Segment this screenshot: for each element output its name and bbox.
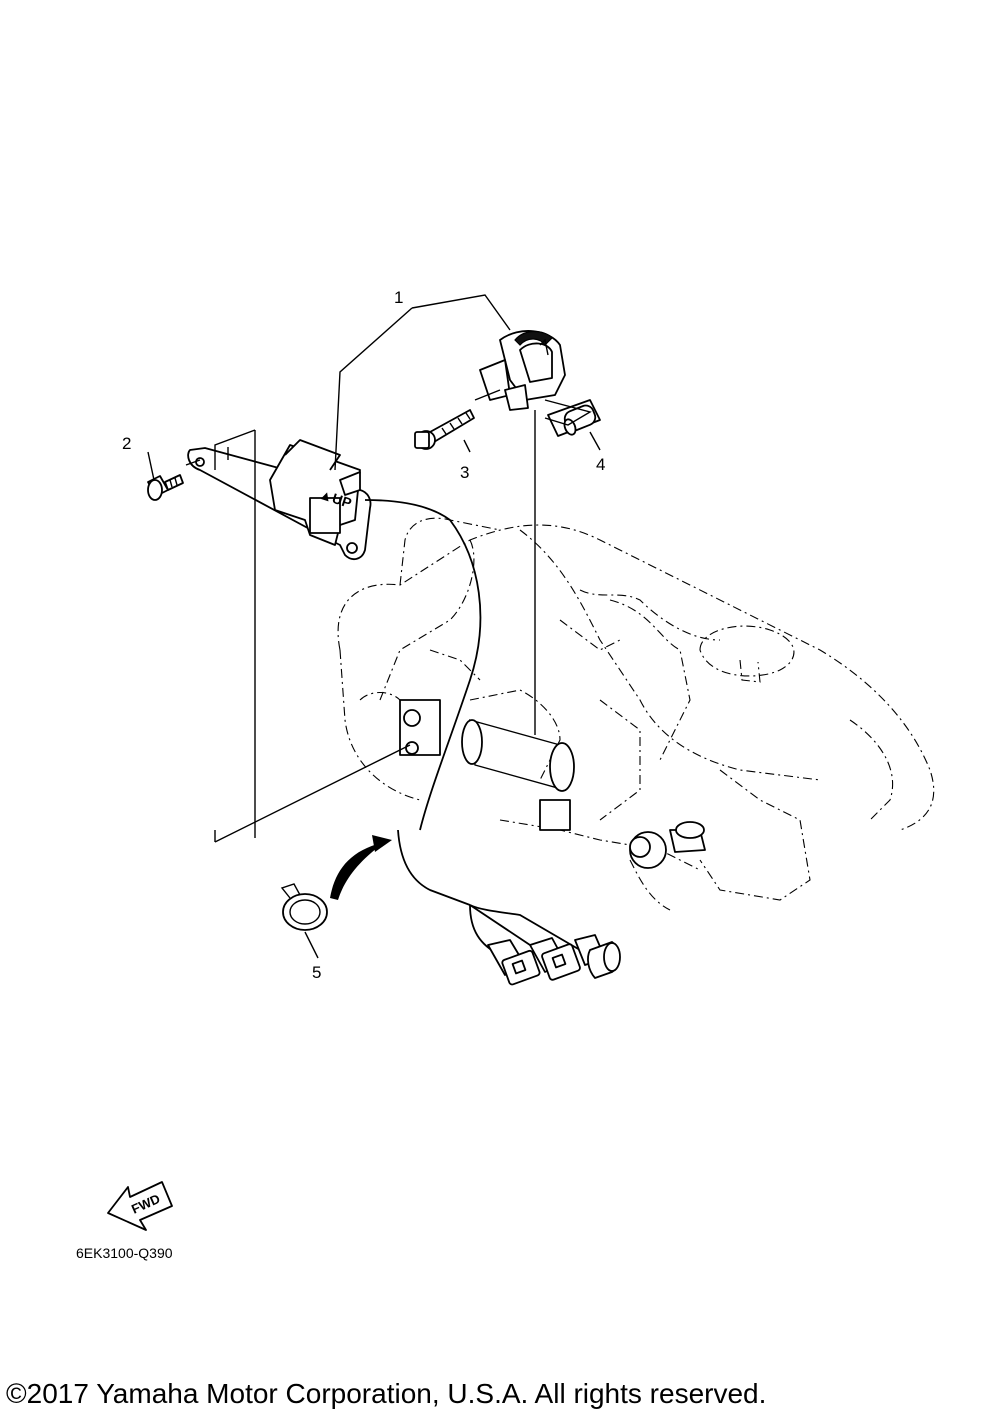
collar bbox=[547, 399, 601, 437]
bracket-assembly-outline bbox=[337, 517, 935, 911]
copyright-notice: ©2017 Yamaha Motor Corporation, U.S.A. A… bbox=[6, 1378, 767, 1409]
callout-labels: 1 2 3 4 5 bbox=[122, 288, 605, 982]
hose-clamp bbox=[280, 883, 328, 931]
callout-4: 4 bbox=[596, 455, 605, 474]
fwd-arrow-icon: FWD bbox=[107, 1181, 173, 1231]
diagram-reference-number: 6EK3100-Q390 bbox=[76, 1245, 173, 1261]
bolt bbox=[414, 409, 475, 450]
callout-3: 3 bbox=[460, 463, 469, 482]
callout-2: 2 bbox=[122, 434, 131, 453]
connector-a bbox=[487, 939, 541, 986]
pivot-shaft bbox=[399, 699, 575, 831]
callout-1: 1 bbox=[394, 288, 403, 307]
connector-b bbox=[529, 937, 581, 981]
cable-holder bbox=[479, 330, 566, 411]
connector-c bbox=[574, 934, 621, 979]
installation-arrow bbox=[330, 835, 392, 900]
callout-5: 5 bbox=[312, 963, 321, 982]
harness-connectors bbox=[487, 934, 621, 986]
pivot-knob bbox=[629, 821, 706, 869]
screw bbox=[147, 474, 184, 501]
leader-lines bbox=[147, 294, 601, 959]
